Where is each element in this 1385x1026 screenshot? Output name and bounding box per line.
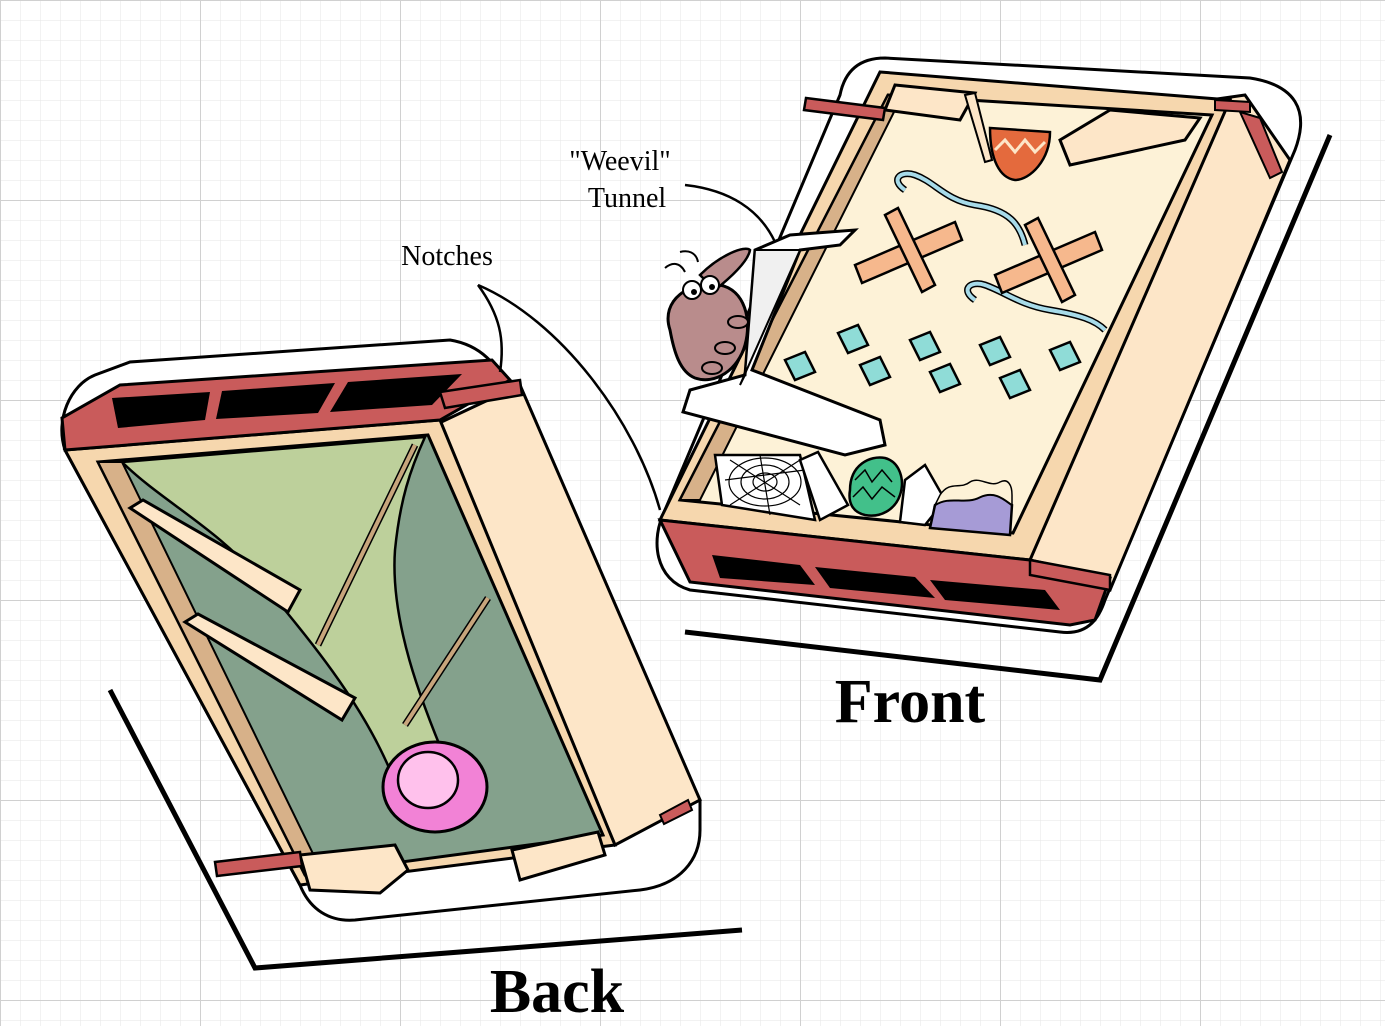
front-green-egg-zigzag-2 bbox=[852, 485, 896, 501]
front-notch-wedge bbox=[963, 91, 994, 164]
front-rail-slot-2 bbox=[815, 567, 935, 598]
front-rail-slot-3 bbox=[930, 580, 1060, 610]
front-ground-line bbox=[684, 134, 1333, 683]
weevil-antenna-right bbox=[679, 250, 699, 263]
teal-block bbox=[783, 350, 817, 382]
teal-block bbox=[998, 368, 1032, 400]
weevil-leg-1 bbox=[727, 315, 749, 329]
front-spinner-1-arm bbox=[883, 206, 937, 294]
front-spinner-2-arm bbox=[1023, 216, 1077, 304]
front-rail-tab bbox=[1028, 558, 1112, 592]
back-pink-ring-hole bbox=[396, 750, 460, 810]
weevil-callout-line bbox=[684, 183, 777, 243]
back-rail-slot-2 bbox=[216, 383, 335, 419]
front-label: Front bbox=[835, 668, 986, 736]
back-rail-slot-3 bbox=[330, 374, 462, 412]
back-edge-slot bbox=[658, 798, 694, 826]
back-bottom-rail bbox=[213, 850, 304, 878]
back-rail-tab bbox=[438, 378, 524, 410]
teal-block bbox=[1048, 340, 1082, 372]
front-box bbox=[655, 56, 1333, 683]
front-top-block-left bbox=[882, 83, 978, 122]
front-green-egg-zigzag-1 bbox=[854, 468, 893, 484]
back-baffle-1 bbox=[127, 498, 303, 615]
front-orange-egg-zigzag bbox=[993, 137, 1047, 155]
weevil-leg-2 bbox=[714, 341, 736, 355]
teal-block bbox=[928, 362, 962, 394]
front-divider-1 bbox=[798, 450, 850, 522]
weevil-antenna-left bbox=[664, 262, 686, 273]
front-top-tab-left bbox=[802, 96, 887, 122]
front-foam bbox=[933, 479, 1013, 508]
weevil-pupil-right bbox=[709, 284, 715, 290]
front-right-slot bbox=[1238, 110, 1284, 180]
spider-web bbox=[724, 454, 806, 516]
teal-block bbox=[858, 355, 892, 387]
weevil-label-line1: "Weevil" bbox=[569, 146, 670, 177]
back-baffle-2 bbox=[182, 612, 358, 723]
back-box bbox=[60, 338, 743, 971]
weevil-tunnel bbox=[681, 228, 887, 457]
weevil-leg-3 bbox=[701, 361, 723, 375]
front-top-tab-right bbox=[1214, 98, 1251, 114]
weevil-pupil-left bbox=[691, 289, 697, 295]
teal-block bbox=[908, 330, 942, 362]
back-label: Back bbox=[490, 958, 625, 1026]
back-corner-block-right bbox=[510, 830, 607, 882]
notches-callout-line-1 bbox=[476, 284, 503, 373]
front-rail-slot-1 bbox=[712, 555, 815, 585]
teal-block bbox=[978, 335, 1012, 367]
notches-callout-line-2 bbox=[477, 283, 662, 511]
weevil-label-line2: Tunnel bbox=[588, 183, 667, 214]
front-teal-blocks bbox=[783, 323, 1082, 400]
teal-block bbox=[836, 323, 870, 355]
back-stick-2 bbox=[403, 596, 490, 727]
back-stick-1 bbox=[316, 444, 417, 646]
front-green-egg bbox=[848, 456, 904, 517]
front-swirl-1 bbox=[895, 171, 1027, 246]
front-top-block-right bbox=[1058, 108, 1203, 167]
weevil bbox=[664, 247, 752, 382]
front-swirl-2 bbox=[965, 281, 1107, 332]
back-ground-line bbox=[107, 688, 743, 971]
notches-label: Notches bbox=[401, 241, 493, 272]
back-corner-block-left bbox=[298, 843, 410, 895]
back-rail-slot-1 bbox=[112, 392, 210, 428]
